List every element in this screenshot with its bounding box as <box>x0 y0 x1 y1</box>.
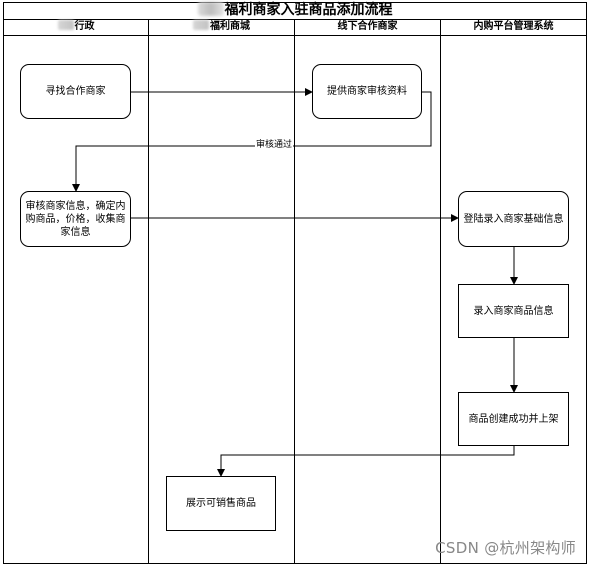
redacted-mark <box>197 2 224 16</box>
redacted-mark <box>193 20 209 30</box>
node-find-merchant: 寻找合作商家 <box>20 64 131 119</box>
node-enter-products: 录入商家商品信息 <box>458 284 569 338</box>
diagram-title: 福利商家入驻商品添加流程 <box>0 1 590 19</box>
node-create-listing: 商品创建成功并上架 <box>458 392 569 446</box>
node-show-products: 展示可销售商品 <box>166 476 276 531</box>
redacted-mark <box>57 20 74 30</box>
node-login-entry: 登陆录入商家基础信息 <box>458 191 569 247</box>
edge-create-to-show <box>217 446 515 477</box>
node-provide-docs: 提供商家审核资料 <box>312 64 422 119</box>
node-review-info: 审核商家信息，确定内购商品，价格，收集商家信息 <box>20 191 131 247</box>
lane-header-admin: 行政 <box>4 19 148 35</box>
lane-header-offline-merchant: 线下合作商家 <box>337 21 398 32</box>
lane-header-platform-system: 内购平台管理系统 <box>473 21 554 32</box>
lane-header-welfare-mall: 福利商城 <box>149 19 294 35</box>
edge-provide-to-review <box>72 91 432 192</box>
edge-label-approved: 审核通过 <box>255 140 294 151</box>
watermark: CSDN @杭州架构师 <box>435 539 576 557</box>
